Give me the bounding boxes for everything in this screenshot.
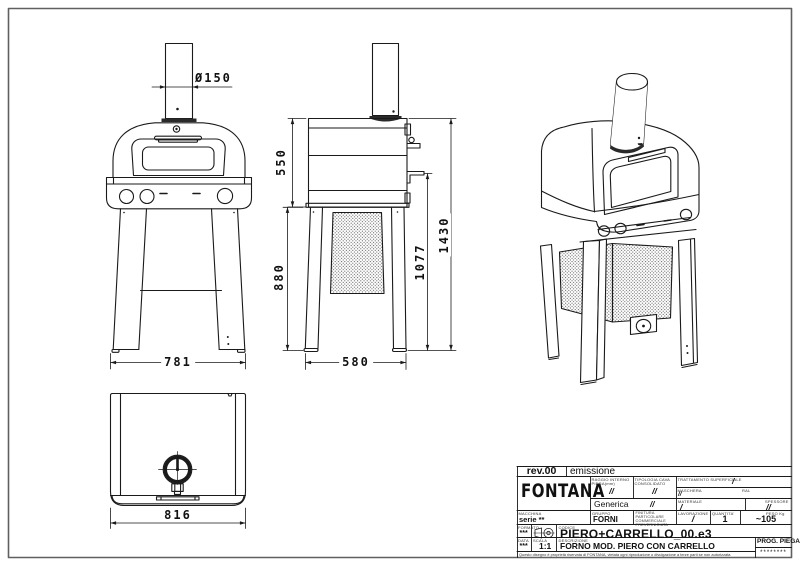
side-mesh-panel <box>329 211 385 295</box>
tb-label-prog-piega: PROG. PIEGA <box>757 538 800 545</box>
dim-front-width: 781 <box>161 355 195 369</box>
tb-label-scala: SCALA <box>533 537 548 543</box>
tb-value-formato: *** <box>519 529 528 537</box>
iso-knob <box>614 222 627 235</box>
iso-door-handle <box>627 147 666 163</box>
tb-value-macchina: serie ** <box>519 514 545 524</box>
dim-stand-height: 880 <box>272 260 286 294</box>
title-block-grid <box>516 466 792 558</box>
dim-top-width: 816 <box>161 508 195 522</box>
tb-label-quantita: QUANTITA' <box>712 510 735 516</box>
tb-label-tipologia: TIPOLOGIA CAVA CONSOLIDATO <box>634 476 670 486</box>
tb-label-lavorazione: LAVORAZIONE <box>678 510 709 516</box>
front-legs <box>112 208 246 351</box>
tb-label-materiale: MATERIALE <box>678 498 703 504</box>
tb-label-data: DATA <box>518 537 529 543</box>
side-base-plate <box>305 202 410 208</box>
front-chimney <box>164 42 194 120</box>
dim-total-height: 1430 <box>437 213 451 257</box>
iso-leg <box>539 243 560 359</box>
tb-value-prog-piega: ******** <box>760 550 787 556</box>
side-legs <box>304 206 407 350</box>
tb-label-peso: PESO Kg <box>766 510 785 516</box>
tb-value-quantita: 1 <box>722 513 728 524</box>
front-view <box>105 42 253 353</box>
tb-value-data: *** <box>519 542 528 550</box>
dim-oven-body-height: 550 <box>274 145 288 179</box>
iso-knob <box>597 225 611 237</box>
tb-value-raggio: // <box>609 486 614 496</box>
iso-door <box>602 146 679 216</box>
revision-number: rev.00 <box>526 465 557 477</box>
tb-note-generica: // <box>650 499 655 509</box>
tb-value-materiale: / <box>680 502 683 512</box>
front-knob <box>139 188 155 205</box>
tb-value-generica: Generica <box>594 499 629 509</box>
tb-label-raggio: RAGGIO INTERNO PIEGA(mm) <box>591 476 630 486</box>
revision-note: emissione <box>570 465 616 477</box>
dim-chimney-diameter: Ø150 <box>195 71 232 85</box>
dim-depth: 580 <box>339 355 373 369</box>
iso-knob <box>679 208 693 221</box>
tb-value-peso: ~105 <box>755 513 777 524</box>
front-door <box>131 138 226 177</box>
sheet-border <box>7 7 793 559</box>
tb-disclaimer: Questo disegno è proprietà riservata di … <box>519 552 731 557</box>
front-hearth <box>105 176 253 185</box>
tb-label-descrizione: DESCRIZIONE <box>558 537 589 543</box>
side-shelf-bracket <box>406 170 425 184</box>
tb-label-formato: FORMATO <box>518 524 540 530</box>
dim-worktop-height: 1077 <box>413 240 427 284</box>
fontana-logo: FONTANA <box>521 479 605 503</box>
iso-dome <box>540 120 700 233</box>
tb-label-spessore: SPESSORE <box>765 498 789 504</box>
front-knob <box>118 188 135 205</box>
tb-value-scala: 1:1 <box>539 540 552 551</box>
iso-leg <box>677 237 699 367</box>
tb-label-codice: CODICE <box>558 524 576 530</box>
tb-label-ral: RAL <box>742 487 751 493</box>
isometric-view <box>539 72 700 386</box>
side-chimney <box>371 42 400 117</box>
side-body <box>307 117 408 208</box>
tb-label-finitura: FINITURA PARTICOLARE COMMERCIALE PREVERN… <box>635 511 669 527</box>
tb-value-tipologia: // <box>652 486 657 496</box>
front-control-panel <box>105 183 253 210</box>
tb-value-maschera: // <box>678 490 682 498</box>
tb-value-lavorazione: / <box>691 513 695 524</box>
front-knob <box>216 187 234 205</box>
iso-mesh-right <box>611 242 674 323</box>
side-view <box>303 42 425 353</box>
tb-value-spessore: // <box>766 502 771 512</box>
tb-label-trattamento: TRATTAMENTO SUPERFICIALE <box>677 477 742 482</box>
projection-symbol-icon <box>533 527 555 539</box>
tb-value-trattamento: / <box>732 477 735 486</box>
top-outline <box>109 392 247 507</box>
tb-value-descrizione: FORNO MOD. PIERO CON CARRELLO <box>560 540 715 551</box>
tb-value-codice: PIERO+CARRELLO_00.e3 <box>560 526 712 541</box>
tb-label-maschera: MASCHERA <box>677 487 702 493</box>
dimension-lines <box>110 85 457 529</box>
tb-label-macchina: MACCHINA <box>518 510 542 516</box>
front-dome <box>112 122 246 179</box>
side-latch-knob <box>408 136 415 144</box>
top-view <box>109 392 247 507</box>
top-handle-slot <box>155 496 200 501</box>
tb-label-gruppo: GRUPPO <box>592 510 611 516</box>
tb-value-gruppo: FORNI <box>593 514 618 524</box>
